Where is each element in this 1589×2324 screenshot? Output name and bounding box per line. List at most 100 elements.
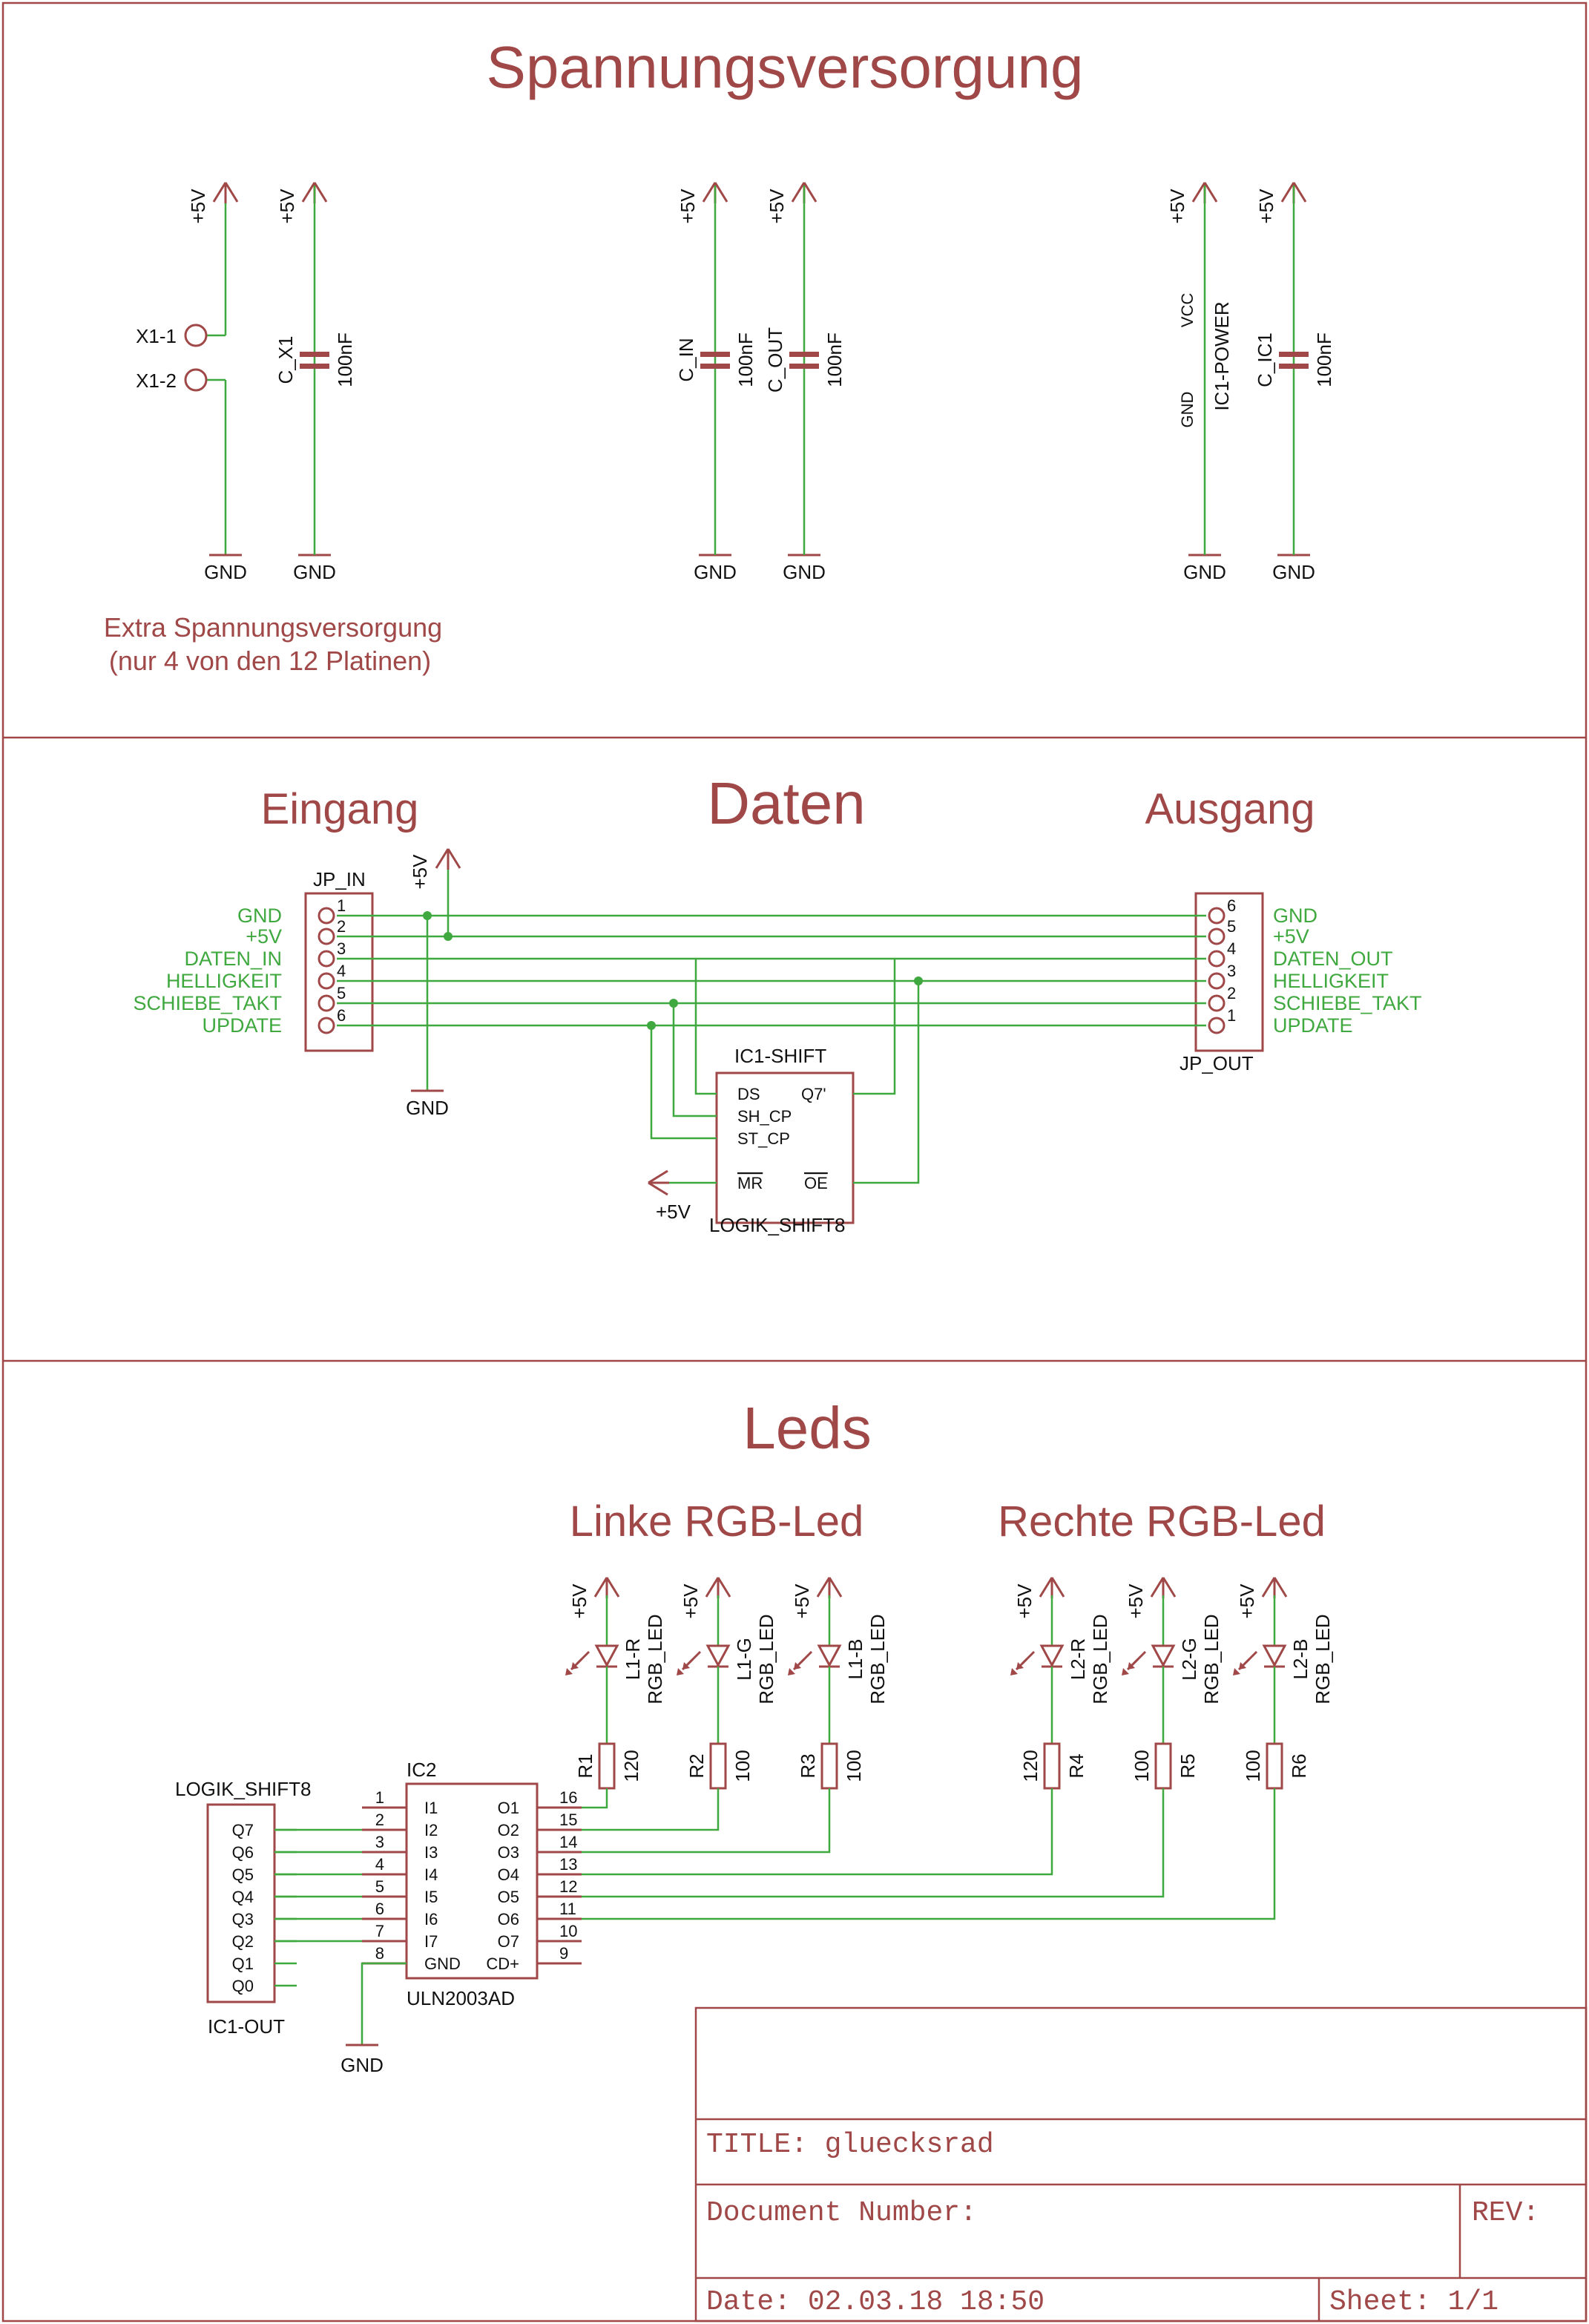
resistor-name-1: R1: [574, 1753, 596, 1778]
ic1-shift-type: LOGIK_SHIFT8: [709, 1214, 846, 1236]
uln-out-pin-7: 10: [559, 1922, 577, 1940]
jp-out-pin-5: 2: [1227, 984, 1236, 1002]
input-title: Eingang: [261, 785, 419, 833]
jp-out-name: JP_OUT: [1180, 1052, 1254, 1074]
ic1-shift-name: IC1-SHIFT: [734, 1045, 826, 1067]
output-title: Ausgang: [1145, 785, 1315, 833]
ic1-power-gnd: GND: [1178, 392, 1197, 428]
jp-out-pin-4: 3: [1227, 962, 1236, 980]
led-plus5v-5: +5V: [1125, 1583, 1147, 1619]
led-name-6: L2-B: [1289, 1639, 1312, 1680]
title-block-rev: REV:: [1472, 2197, 1539, 2229]
ic1-shift-register: IC1-SHIFT LOGIK_SHIFT8 DS SH_CP ST_CP MR…: [709, 1045, 855, 1236]
ic1-power-name: IC1-POWER: [1211, 301, 1233, 410]
jp-out-pin-6: 1: [1227, 1006, 1236, 1025]
left-led-title: Linke RGB-Led: [570, 1497, 864, 1546]
uln-in-8: GND: [424, 1954, 461, 1973]
power-plus5v-1: +5V: [187, 188, 209, 224]
pin-ds: DS: [737, 1085, 760, 1103]
ic1-out-pin-q6: Q6: [232, 1843, 254, 1862]
uln-in-pin-8: 8: [375, 1944, 384, 1963]
led-plus5v-3: +5V: [791, 1583, 813, 1619]
ic1-out-pin-q2: Q2: [232, 1932, 254, 1951]
uln-in-pin-5: 5: [375, 1877, 384, 1896]
jp-in-pin-1: 1: [337, 896, 346, 915]
led-name-1: L1-R: [622, 1638, 644, 1680]
x1-connector: X1-1 X1-2: [136, 186, 227, 555]
title-block-doc-number: Document Number:: [706, 2197, 977, 2229]
resistor-name-2: R2: [685, 1753, 708, 1778]
power-gnd-1: GND: [204, 561, 247, 583]
jp-in-signal-1: GND: [237, 905, 282, 927]
uln-in-7: I7: [424, 1932, 438, 1951]
uln-gnd-label: GND: [340, 2054, 384, 2076]
jp-out-signal-5: SCHIEBE_TAKT: [1273, 992, 1422, 1014]
resistor-value-2: 100: [731, 1750, 754, 1782]
led-type-5: RGB_LED: [1200, 1614, 1223, 1704]
led-name-2: L1-G: [733, 1638, 755, 1681]
jp-out-signal-4: HELLIGKEIT: [1273, 970, 1389, 992]
led-plus5v-4: +5V: [1013, 1583, 1036, 1619]
jp-out-signal-2: +5V: [1273, 925, 1309, 948]
pin-q7s: Q7': [801, 1085, 826, 1103]
jp-out-pin-3: 4: [1227, 939, 1236, 958]
led-type-1: RGB_LED: [644, 1614, 666, 1704]
led-type-2: RGB_LED: [755, 1614, 777, 1704]
uln-gnd: GND: [340, 1962, 407, 2076]
uln-out-pin-4: 13: [559, 1855, 577, 1874]
c-in-name: C_IN: [675, 338, 697, 381]
ic1-out-pin-q3: Q3: [232, 1910, 254, 1929]
ic1-power-pins: VCC GND IC1-POWER: [1178, 186, 1233, 555]
c-ic1-value: 100nF: [1313, 332, 1335, 387]
uln-out-4: O4: [498, 1865, 519, 1884]
pin-oe: OE: [804, 1174, 828, 1192]
title-block-title: TITLE: gluecksrad: [706, 2129, 994, 2161]
uln-in-pin-4: 4: [375, 1855, 384, 1874]
c-in-value: 100nF: [734, 332, 757, 387]
jp-in-pin-2: 2: [337, 917, 346, 936]
uln-out-3: O3: [498, 1843, 519, 1862]
ic1-power-vcc: VCC: [1178, 293, 1197, 328]
power-plus5v-3: +5V: [677, 188, 699, 224]
jp-out-signal-3: DATEN_OUT: [1273, 948, 1393, 970]
jp-in-signal-5: SCHIEBE_TAKT: [133, 992, 282, 1014]
power-gnd-4: GND: [783, 561, 826, 583]
uln-in-pin-6: 6: [375, 1900, 384, 1918]
power-plus5v-5: +5V: [1166, 188, 1188, 224]
power-plus5v-6: +5V: [1255, 188, 1277, 224]
capacitor-c-out: C_OUT 100nF: [764, 186, 846, 555]
jp-in-name: JP_IN: [313, 868, 366, 890]
led-name-3: L1-B: [844, 1639, 866, 1680]
data-plus5v: +5V: [409, 848, 461, 941]
led-type-6: RGB_LED: [1312, 1614, 1334, 1704]
power-plus5v-2: +5V: [276, 188, 298, 224]
led-plus5v-6: +5V: [1236, 1583, 1258, 1619]
uln-out-pin-2: 15: [559, 1811, 577, 1829]
jp-out-signal-6: UPDATE: [1273, 1014, 1353, 1037]
uln-out-6: O6: [498, 1910, 519, 1929]
resistor-value-3: 100: [843, 1750, 865, 1782]
uln-out-7: O7: [498, 1932, 519, 1951]
power-section-title: Spannungsversorgung: [486, 34, 1083, 100]
power-note-line1: Extra Spannungsversorgung: [104, 612, 442, 643]
power-gnd-6: GND: [1272, 561, 1315, 583]
uln-in-pin-7: 7: [375, 1922, 384, 1940]
capacitor-c-ic1: C_IC1 100nF: [1254, 186, 1335, 555]
jp-in-pin-5: 5: [337, 984, 346, 1002]
ic2-type: ULN2003AD: [407, 1987, 515, 2009]
resistor-name-5: R5: [1177, 1753, 1199, 1778]
uln-in-pin-1: 1: [375, 1788, 384, 1807]
power-gnd-5: GND: [1183, 561, 1226, 583]
uln-in-3: I3: [424, 1843, 438, 1862]
led-plus5v-1: +5V: [568, 1583, 590, 1619]
ic1-out-pin-q7: Q7: [232, 1821, 254, 1839]
jp-in-pin-6: 6: [337, 1006, 346, 1025]
